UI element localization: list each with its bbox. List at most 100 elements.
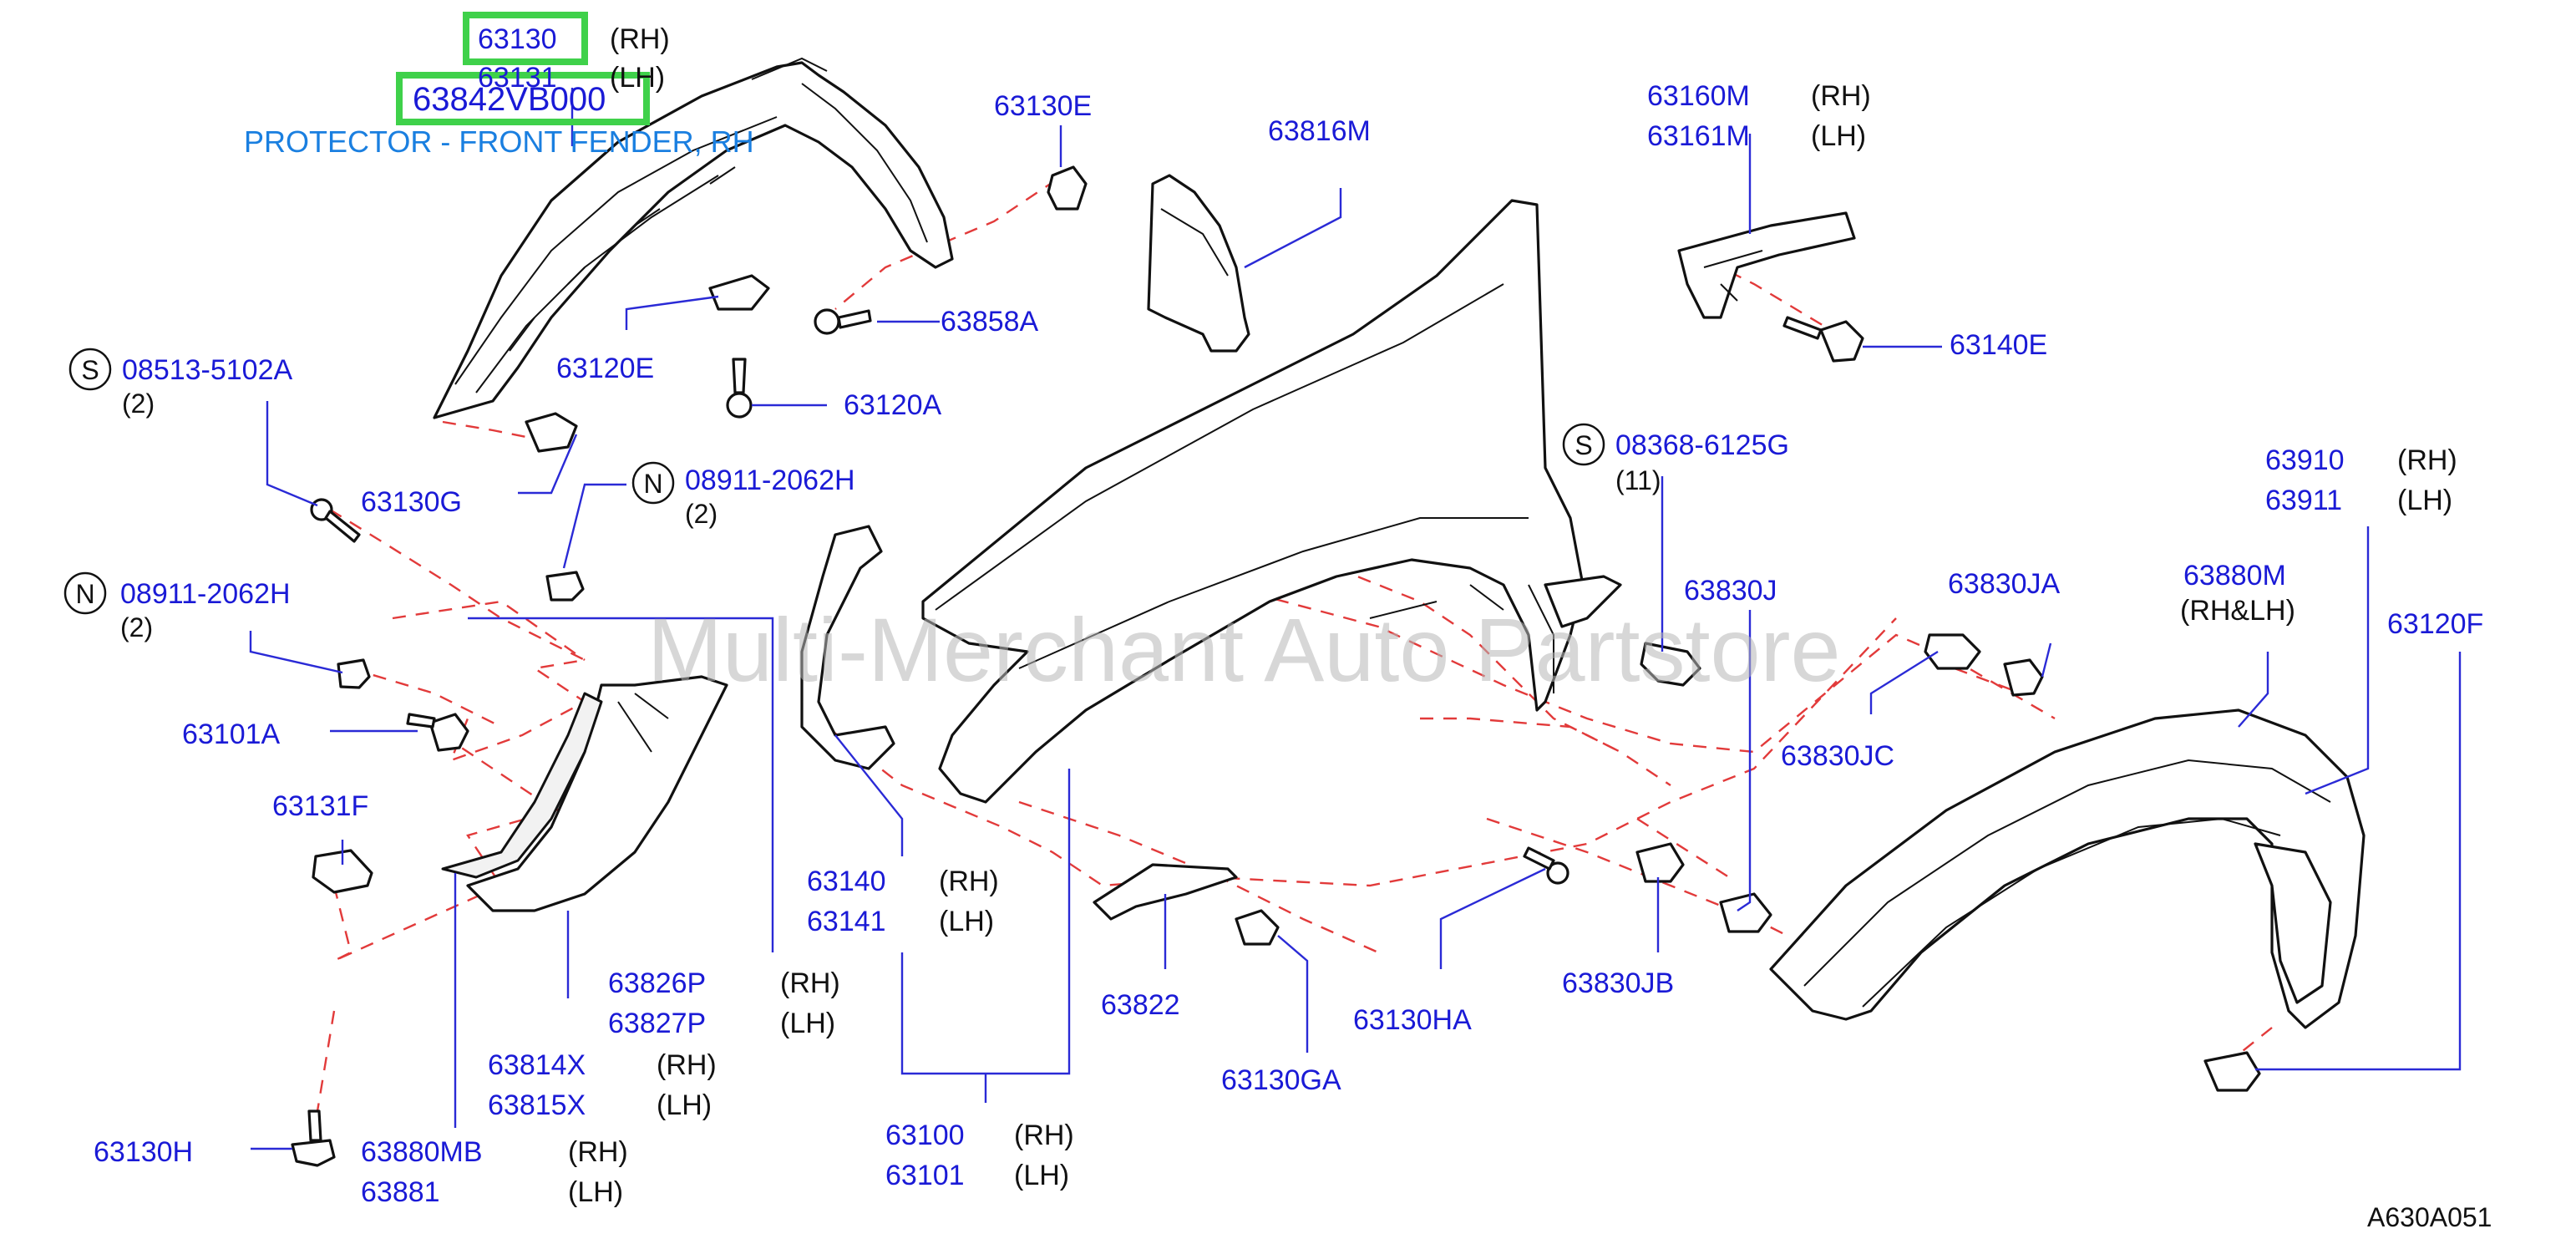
part-number-63120E[interactable]: 63120E <box>556 353 654 384</box>
part-number-63881[interactable]: 63881 <box>361 1176 440 1208</box>
clip-63120E-icon[interactable] <box>708 274 770 311</box>
part-number-63101A[interactable]: 63101A <box>182 718 281 750</box>
label-suffix-rh: (RH) <box>939 866 999 897</box>
clip-63830JA-icon[interactable] <box>2003 658 2044 697</box>
svg-text:S: S <box>81 355 99 385</box>
part-number-63101[interactable]: 63101 <box>885 1160 965 1191</box>
part-number-63130HA[interactable]: 63130HA <box>1353 1004 1472 1036</box>
part-number-63130GA[interactable]: 63130GA <box>1221 1064 1341 1096</box>
part-number-63140E[interactable]: 63140E <box>1950 329 2047 361</box>
part-labels: 63130 (RH) 63131 (LH) 63842VB000 PROTECT… <box>94 23 2492 1232</box>
part-number-63131[interactable]: 63131 <box>478 62 557 94</box>
part-number-63830JB[interactable]: 63830JB <box>1562 967 1674 999</box>
part-number-63130H[interactable]: 63130H <box>94 1136 193 1168</box>
screw-63130H-icon[interactable] <box>291 1109 336 1167</box>
part-number-63826P[interactable]: 63826P <box>608 967 706 999</box>
clip-63120F-icon[interactable] <box>2203 1051 2261 1092</box>
svg-text:S: S <box>1575 430 1592 460</box>
highlight-box-63130 <box>463 12 588 65</box>
leader-lines <box>249 88 2462 1150</box>
fender-bracket-upper-drawing[interactable] <box>1677 211 1856 319</box>
part-description: PROTECTOR - FRONT FENDER, RH <box>244 124 754 159</box>
quantity-08911b: (2) <box>120 612 153 642</box>
svg-text:N: N <box>75 579 94 609</box>
label-suffix-lh: (LH) <box>939 906 994 937</box>
fender-bracket-mid-drawing[interactable] <box>800 525 895 770</box>
part-number-08911-2062H-b[interactable]: 08911-2062H <box>120 578 291 610</box>
part-number-63130[interactable]: 63130 <box>478 23 557 55</box>
part-number-63130E[interactable]: 63130E <box>994 90 1092 122</box>
part-number-63827P[interactable]: 63827P <box>608 1008 706 1039</box>
fender-side-cover-drawing[interactable] <box>441 675 728 912</box>
screw-08513-icon[interactable] <box>310 498 361 543</box>
quantity-08513: (2) <box>122 388 155 419</box>
label-suffix-rh: (RH) <box>657 1049 717 1081</box>
label-suffix-lh: (LH) <box>780 1008 835 1039</box>
splash-guard-drawing[interactable] <box>1769 708 2366 1029</box>
part-number-63120A[interactable]: 63120A <box>844 389 942 421</box>
part-number-63830JA[interactable]: 63830JA <box>1948 568 2061 600</box>
highlight-box-63842VB000 <box>396 72 650 125</box>
circle-marker-s-08368: S <box>1562 423 1605 466</box>
fender-protector-drawing[interactable] <box>433 57 954 419</box>
label-suffix-lh: (LH) <box>568 1176 623 1208</box>
svg-text:N: N <box>643 469 662 499</box>
part-number-63160M[interactable]: 63160M <box>1647 80 1750 112</box>
screw-63120A-icon[interactable] <box>726 358 753 419</box>
part-number-63141[interactable]: 63141 <box>807 906 886 937</box>
part-number-63880M[interactable]: 63880M <box>2183 560 2286 592</box>
label-suffix-lh: (LH) <box>657 1089 712 1121</box>
watermark: Multi-Merchant Auto Partstore <box>647 599 1841 700</box>
clip-63101A-icon[interactable] <box>406 713 469 752</box>
part-number-63131F[interactable]: 63131F <box>272 790 368 822</box>
clip-63830JC-icon[interactable] <box>1924 633 1981 670</box>
fender-insulator-drawing[interactable] <box>1147 174 1250 353</box>
clip-63910-icon[interactable] <box>1719 892 1772 933</box>
clip-63130G-icon[interactable] <box>525 412 578 453</box>
part-number-63858A[interactable]: 63858A <box>941 306 1039 338</box>
part-number-08368-6125G[interactable]: 08368-6125G <box>1615 429 1789 461</box>
label-suffix-rh: (RH) <box>2397 444 2457 476</box>
part-number-63822[interactable]: 63822 <box>1101 989 1180 1021</box>
part-number-63910[interactable]: 63910 <box>2265 444 2345 476</box>
circle-marker-n-08911b: N <box>63 571 107 615</box>
quantity-08911a: (2) <box>685 499 718 529</box>
figure-reference: A630A051 <box>2367 1202 2492 1232</box>
part-number-63814X[interactable]: 63814X <box>488 1049 586 1081</box>
bracket-63822-drawing[interactable] <box>1093 863 1238 921</box>
part-number-63130G[interactable]: 63130G <box>361 486 462 518</box>
label-suffix-rh: (RH) <box>1811 80 1871 112</box>
part-number-63880MB[interactable]: 63880MB <box>361 1136 483 1168</box>
nut-08911a-icon[interactable] <box>545 571 585 602</box>
circle-marker-s-08513: S <box>68 348 112 391</box>
part-number-63830J[interactable]: 63830J <box>1684 575 1777 607</box>
screw-63130HA-icon[interactable] <box>1523 846 1569 885</box>
label-suffix-rh-lh: (RH&LH) <box>2180 595 2295 627</box>
part-number-08513-5102A[interactable]: 08513-5102A <box>122 354 293 386</box>
clip-63830J-icon[interactable] <box>1640 642 1701 687</box>
part-number-63100[interactable]: 63100 <box>885 1120 965 1151</box>
part-number-63830JC[interactable]: 63830JC <box>1781 740 1894 772</box>
part-number-63161M[interactable]: 63161M <box>1647 120 1750 152</box>
part-number-63911[interactable]: 63911 <box>2265 485 2342 516</box>
part-number-63815X[interactable]: 63815X <box>488 1089 586 1121</box>
label-suffix-lh: (LH) <box>610 62 665 94</box>
part-number-63842VB000[interactable]: 63842VB000 <box>413 81 606 118</box>
clip-63131F-drawing[interactable] <box>312 849 373 894</box>
part-number-08911-2062H[interactable]: 08911-2062H <box>685 465 855 496</box>
nut-08911b-icon[interactable] <box>337 658 371 689</box>
part-number-63140[interactable]: 63140 <box>807 866 886 897</box>
clip-63140E-icon[interactable] <box>1782 316 1864 363</box>
circle-marker-n-08911a: N <box>631 461 675 505</box>
part-number-63816M[interactable]: 63816M <box>1268 115 1371 147</box>
part-number-63120F[interactable]: 63120F <box>2387 608 2483 640</box>
clip-63130E-icon[interactable] <box>1047 165 1088 211</box>
clip-63130GA-icon[interactable] <box>1235 909 1280 946</box>
label-suffix-rh: (RH) <box>610 23 670 55</box>
grommet-63830JB-icon[interactable] <box>1635 842 1685 883</box>
label-suffix-rh: (RH) <box>780 967 840 999</box>
front-fender-drawing[interactable] <box>921 199 1622 804</box>
screw-63858A-icon[interactable] <box>814 308 872 335</box>
label-suffix-rh: (RH) <box>1014 1120 1074 1151</box>
